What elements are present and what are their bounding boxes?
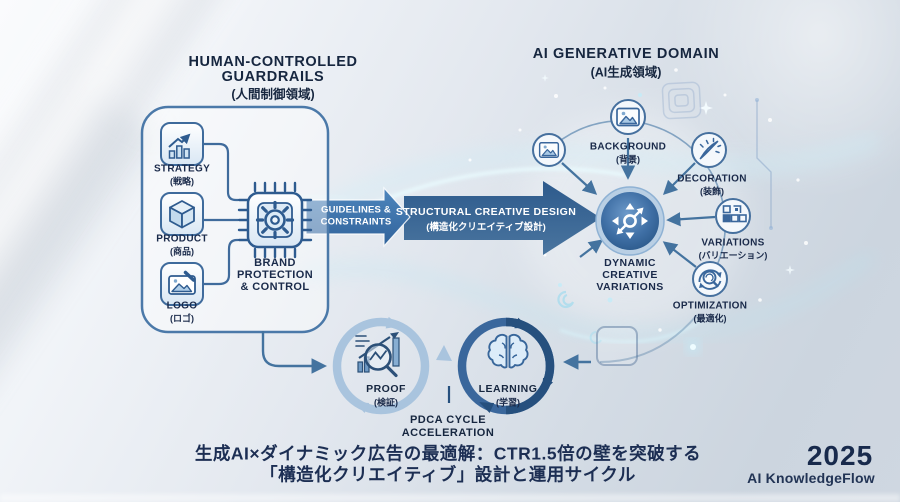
light-streak [559,318,703,343]
domain-to-loop-connector [599,314,698,363]
right-section-title-jp: (AI生成領域) [590,65,662,80]
variations-label: VARIATIONS [701,237,765,249]
image-icon [616,107,640,127]
loop-arrowhead [542,377,553,393]
background-sublabel: (背景) [616,154,640,165]
chip-label-line1: BRAND [254,257,296,269]
pen-sparkle-icon [699,137,722,160]
image-icon [538,142,560,158]
footer-year: 2025 [806,440,874,471]
loop-arrowhead [354,402,370,413]
diagonal-shadow-band [0,86,157,502]
guidelines-arrow-label-line1: GUIDELINES & [321,204,391,216]
logo-sublabel: (ロゴ) [170,313,194,324]
swirl-decor [557,290,575,309]
circuit-node [755,98,759,102]
cyan-swoosh [298,250,876,342]
dynamic-hub [595,186,665,256]
left-section-title-line2: GUARDRAILS [221,69,325,85]
footer-headline-line2: 「構造化クリエイティブ」設計と運用サイクル [260,464,636,485]
right-section-title-line1: AI GENERATIVE DOMAIN [532,46,720,62]
proof-label: PROOF [366,383,406,395]
glow-dot [685,339,701,355]
sparkle-star-icon [699,101,713,115]
left-section-title-jp: (人間制御領域) [231,87,315,102]
background-label: BACKGROUND [589,141,667,153]
hub-label-line3: VARIATIONS [596,281,664,293]
hub-label-line1: DYNAMIC [604,257,656,269]
optimization-node [692,261,728,297]
box-icon [169,200,195,229]
pdca-loop [261,314,698,415]
strategy-label: STRATEGY [153,163,211,175]
hub-label-line2: CREATIVE [602,269,658,281]
product-sublabel: (商品) [170,246,194,257]
logo-box [160,262,204,306]
guidelines-arrow-label-line2: CONSTRAINTS [320,216,392,228]
loop-arrowhead [385,316,401,329]
variations-node [715,198,751,234]
magnifier-refresh-icon [698,269,722,290]
sparkle-star-icon [541,74,549,82]
learning-sublabel: (学習) [496,397,520,408]
pdca-caption-line2: ACCELERATION [401,427,495,439]
extra-image-node [532,133,566,167]
strategy-box [160,122,204,166]
structural-design-arrow [404,181,601,255]
corner-light-glow [670,0,900,200]
product-box [160,192,204,236]
logo-label: LOGO [166,300,198,312]
expand-arrows-icon [612,203,648,239]
circuit-line-decor [756,100,772,228]
structural-arrow-label: STRUCTURAL CREATIVE DESIGN [395,206,577,218]
optimization-sublabel: (最適化) [693,313,727,324]
proof-sublabel: (検証) [374,397,398,408]
strategy-sublabel: (戦略) [170,176,194,187]
swirl-decor [589,331,602,344]
bottom-light-strip [0,494,900,502]
loop-arrowhead [436,345,452,361]
chip-label-line2: PROTECTION [236,269,314,281]
loop-arrowhead [479,402,495,413]
structural-arrow-sublabel: (構造化クリエイティブ設計) [426,222,546,233]
chip-gear-icon [237,181,313,259]
magnifier-chart-icon [355,332,400,378]
chip-label-line3: & CONTROL [240,281,310,293]
product-label: PRODUCT [156,233,208,245]
decoration-node [691,132,727,168]
loop-arrowhead [514,317,530,329]
panel-to-loop-connector [261,331,328,374]
optimization-label: OPTIMIZATION [672,300,748,312]
learning-label: LEARNING [478,383,538,395]
sparkle-star-icon [785,265,795,275]
variations-sublabel: (バリエーション) [698,250,768,261]
circuit-node [769,226,773,230]
left-section-title-line1: HUMAN-CONTROLLED [188,54,358,70]
grid-squares-icon [722,205,747,223]
footer-headline-line1: 生成AI×ダイナミック広告の最適解：CTR1.5倍の壁を突破する [194,443,702,464]
decoration-label: DECORATION [677,173,747,185]
footer-brand: AI KnowledgeFlow [747,470,875,486]
pdca-caption-line1: PDCA CYCLE [409,414,487,426]
frame-decor [596,326,638,366]
decoration-sublabel: (装飾) [700,186,724,197]
background-node [610,99,646,135]
guardrails-panel [140,105,330,334]
image-pencil-icon [168,270,196,295]
bar-chart-growth-icon [168,133,191,159]
brain-icon [487,333,529,369]
square-spiral-decor [661,81,702,120]
glow-dot [690,344,696,350]
